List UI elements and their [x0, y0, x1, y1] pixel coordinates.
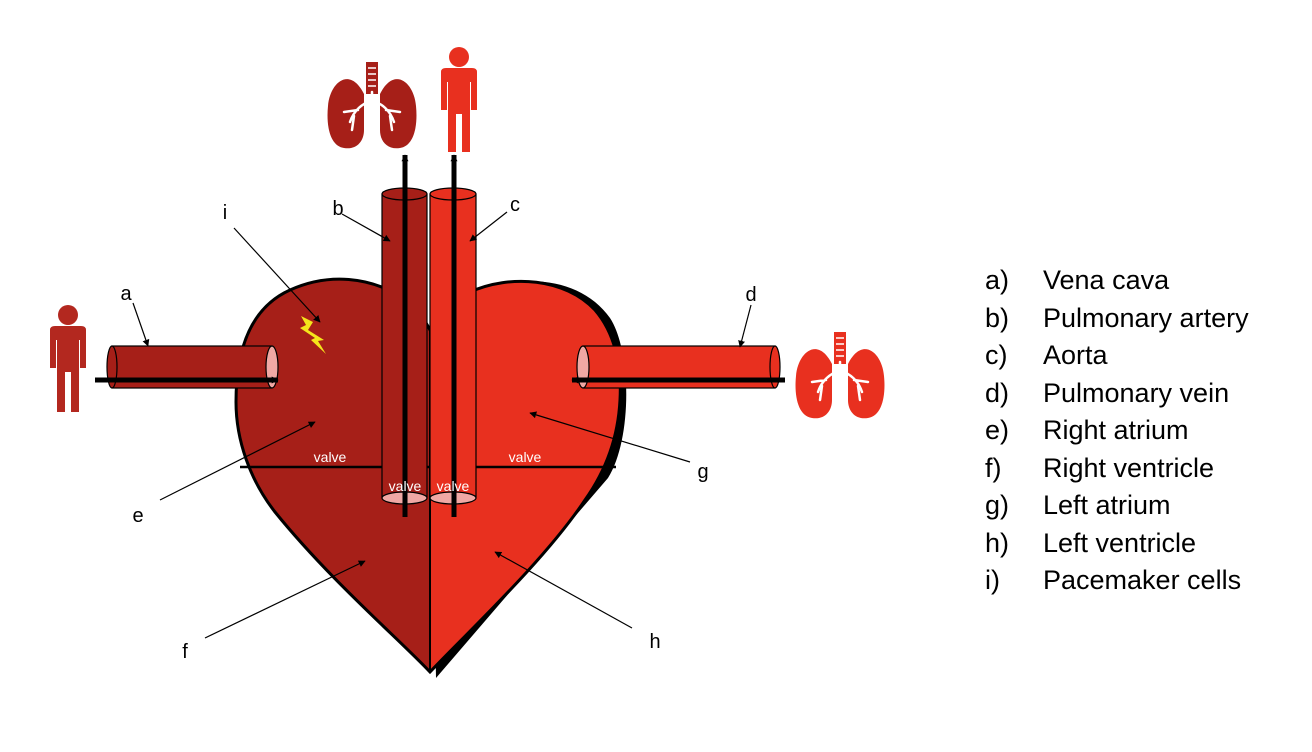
legend: a)Vena cava b)Pulmonary artery c)Aorta d…: [985, 262, 1249, 600]
leader-d: [740, 305, 751, 347]
legend-text: Right ventricle: [1043, 453, 1214, 484]
label-g: g: [697, 461, 708, 483]
lungs-icon: [796, 332, 885, 418]
legend-letter: d): [985, 378, 1043, 409]
legend-letter: b): [985, 303, 1043, 334]
legend-item: f)Right ventricle: [985, 450, 1249, 488]
legend-item: h)Left ventricle: [985, 525, 1249, 563]
leader-a: [133, 303, 148, 346]
legend-letter: h): [985, 528, 1043, 559]
legend-text: Left atrium: [1043, 490, 1171, 521]
label-e: e: [132, 505, 143, 527]
legend-text: Pulmonary vein: [1043, 378, 1229, 409]
label-c: c: [510, 194, 520, 216]
legend-item: i)Pacemaker cells: [985, 562, 1249, 600]
legend-text: Vena cava: [1043, 265, 1169, 296]
label-a: a: [120, 283, 132, 305]
legend-letter: i): [985, 565, 1043, 596]
label-d: d: [745, 284, 756, 306]
valve-label-pulmonary: valve: [389, 478, 422, 494]
legend-text: Left ventricle: [1043, 528, 1196, 559]
lungs-icon: [328, 62, 417, 148]
legend-text: Aorta: [1043, 340, 1108, 371]
legend-letter: a): [985, 265, 1043, 296]
legend-letter: f): [985, 453, 1043, 484]
valve-label-left-av: valve: [509, 449, 542, 465]
label-f: f: [182, 641, 188, 663]
legend-item: b)Pulmonary artery: [985, 300, 1249, 338]
valve-label-right-av: valve: [314, 449, 347, 465]
legend-item: c)Aorta: [985, 337, 1249, 375]
legend-letter: c): [985, 340, 1043, 371]
legend-text: Pacemaker cells: [1043, 565, 1241, 596]
leader-f: [205, 561, 365, 638]
legend-text: Pulmonary artery: [1043, 303, 1249, 334]
legend-item: d)Pulmonary vein: [985, 375, 1249, 413]
legend-item: g)Left atrium: [985, 487, 1249, 525]
heart: [236, 279, 620, 672]
person-icon: [50, 305, 86, 412]
legend-item: a)Vena cava: [985, 262, 1249, 300]
legend-letter: e): [985, 415, 1043, 446]
leader-h: [495, 552, 632, 628]
label-i: i: [223, 202, 227, 224]
label-b: b: [332, 198, 343, 220]
label-h: h: [649, 631, 660, 653]
legend-item: e)Right atrium: [985, 412, 1249, 450]
legend-letter: g): [985, 490, 1043, 521]
valve-label-aortic: valve: [437, 478, 470, 494]
person-icon: [441, 47, 477, 152]
legend-text: Right atrium: [1043, 415, 1189, 446]
